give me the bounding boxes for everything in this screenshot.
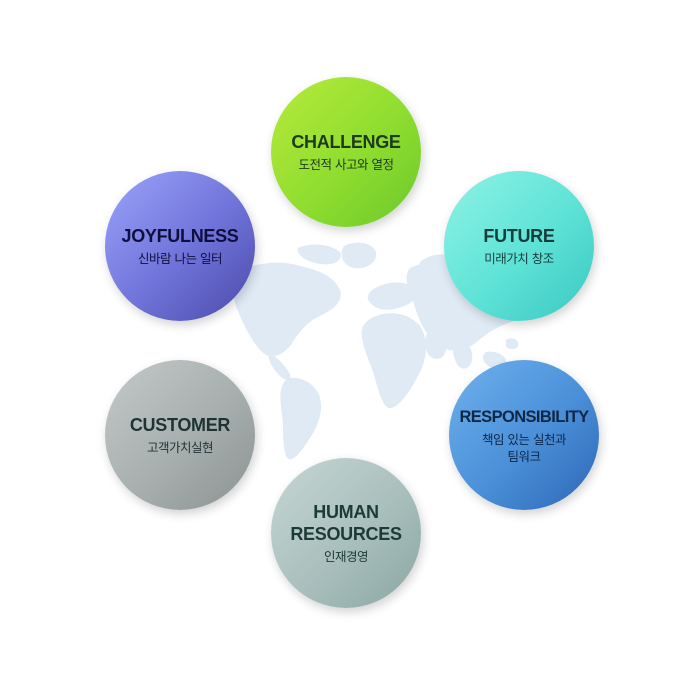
value-subtitle-future: 미래가치 창조 [484, 251, 554, 266]
value-subtitle-responsibility-line-2: 팀워크 [507, 448, 541, 464]
value-subtitle-joyfulness: 신바람 나는 일터 [138, 251, 222, 266]
value-title-challenge: CHALLENGE [291, 132, 401, 152]
value-title-future: FUTURE [483, 226, 555, 246]
value-circle-customer: CUSTOMER 고객가치실현 [105, 360, 255, 510]
value-circle-responsibility: RESPONSIBILITY 책임 있는 실천과 팀워크 [449, 360, 599, 510]
value-title-human-line-2: RESOURCES [290, 524, 402, 544]
value-subtitle-customer: 고객가치실현 [146, 440, 214, 455]
value-subtitle-responsibility-line-1: 책임 있는 실천과 [482, 431, 566, 447]
value-title-customer: CUSTOMER [129, 415, 231, 435]
value-circle-human-resources: HUMAN RESOURCES 인재경영 [271, 458, 421, 608]
value-title-joyfulness: JOYFULNESS [121, 226, 239, 246]
value-subtitle-human: 인재경영 [323, 549, 369, 564]
value-circle-joyfulness: JOYFULNESS 신바람 나는 일터 [105, 171, 255, 321]
value-circle-future: FUTURE 미래가치 창조 [444, 171, 594, 321]
value-subtitle-challenge: 도전적 사고와 열정 [298, 157, 394, 172]
value-title-human-line-1: HUMAN [313, 502, 379, 522]
value-title-responsibility: RESPONSIBILITY [459, 407, 589, 426]
value-circle-challenge: CHALLENGE 도전적 사고와 열정 [271, 77, 421, 227]
